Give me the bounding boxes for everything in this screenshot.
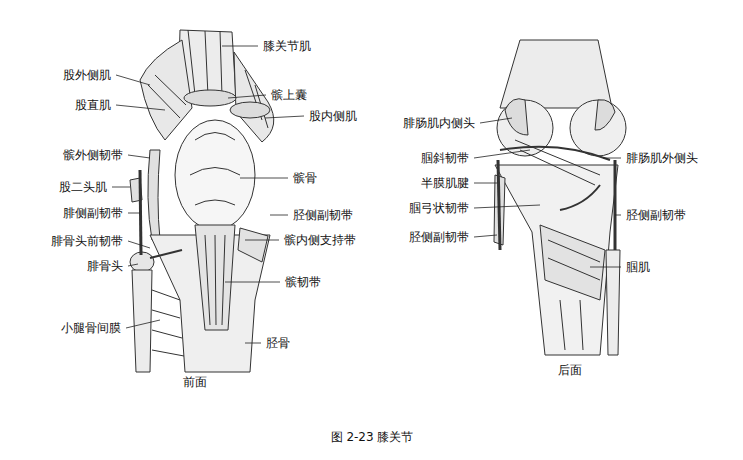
part-label: 腓肠肌内侧头 xyxy=(402,116,476,130)
part-label: 髌内侧支持带 xyxy=(283,233,357,247)
part-label: 胫侧副韧带 xyxy=(408,230,470,244)
figure-caption: 图 2-23 膝关节 xyxy=(331,430,414,444)
part-label: 股内侧肌 xyxy=(308,109,358,123)
part-label: 胫侧副韧带 xyxy=(625,208,687,222)
part-label: 股直肌 xyxy=(74,98,112,112)
part-label: 髌韧带 xyxy=(284,275,322,289)
part-label: 胫骨 xyxy=(265,336,291,350)
part-label: 髌骨 xyxy=(292,171,318,185)
part-label: 腘肌 xyxy=(625,260,651,274)
part-label: 小腿骨间膜 xyxy=(60,321,122,335)
part-label: 膝关节肌 xyxy=(262,39,312,53)
part-label: 股外侧肌 xyxy=(62,68,112,82)
part-label: 腘弓状韧带 xyxy=(408,201,470,215)
part-label: 腓骨头 xyxy=(86,259,124,273)
part-label: 腓侧副韧带 xyxy=(62,206,124,220)
part-label: 髌上囊 xyxy=(270,88,308,102)
part-label: 股二头肌 xyxy=(58,180,108,194)
part-label: 腓肠肌外侧头 xyxy=(625,151,699,165)
part-label: 腘斜韧带 xyxy=(420,151,470,165)
part-label: 后面 xyxy=(557,363,583,377)
part-label: 胫侧副韧带 xyxy=(292,208,354,222)
part-label: 半膜肌腱 xyxy=(420,176,470,190)
part-label: 髌外侧韧带 xyxy=(62,148,124,162)
part-label: 前面 xyxy=(182,375,208,389)
part-label: 腓骨头前韧带 xyxy=(50,234,124,248)
